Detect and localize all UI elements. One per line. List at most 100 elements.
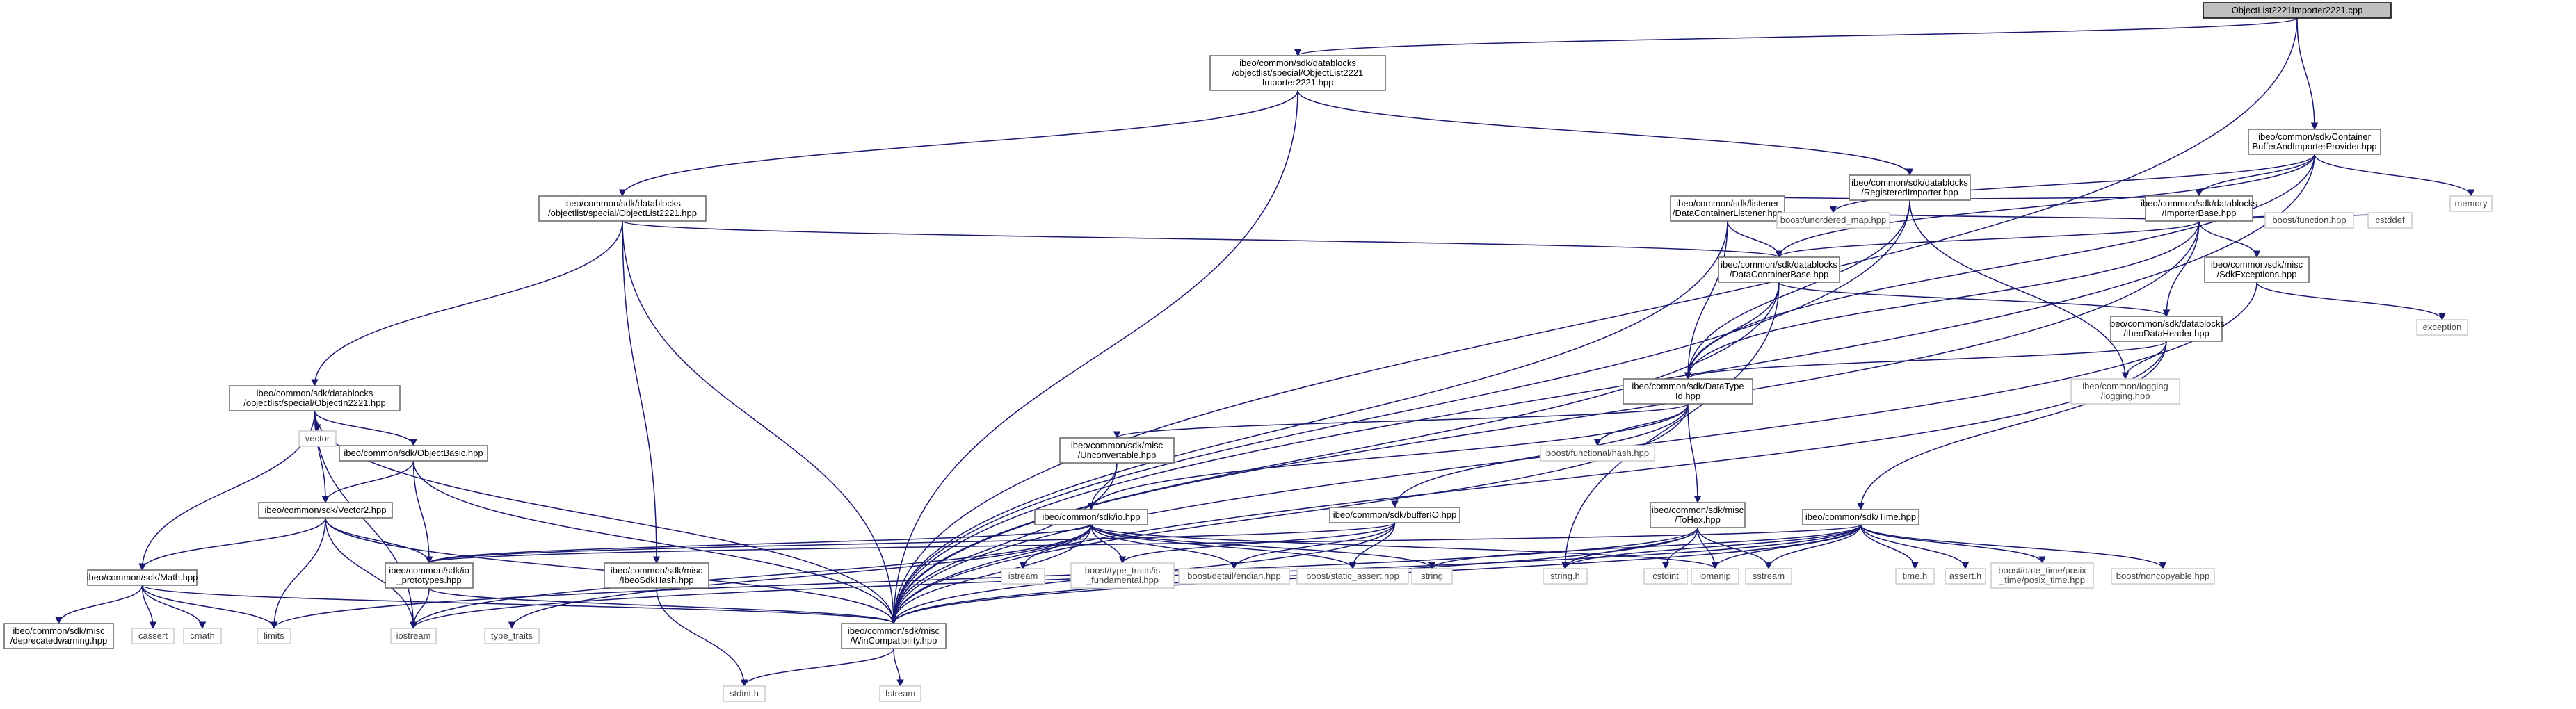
node-exception: exception — [2416, 319, 2468, 336]
node-sdkhash[interactable]: ibeo/common/sdk/misc/IbeoSdkHash.hpp — [604, 562, 709, 589]
node-box-funchash — [1540, 445, 1655, 462]
node-box-impbase — [2145, 195, 2253, 222]
edge-bufferio-to-endian — [1230, 522, 1396, 570]
edge-math-to-limits — [141, 585, 278, 630]
node-dcb[interactable]: ibeo/common/sdk/datablocks/DataContainer… — [1718, 256, 1840, 283]
edge-tohex-to-limits — [271, 527, 1698, 630]
node-box-asserth — [1945, 568, 1986, 585]
node-label-boostfunc: boost/function.hpp — [2272, 215, 2346, 225]
node-label-posix: _time/posix_time.hpp — [1999, 575, 2085, 585]
node-box-cstdint — [1643, 568, 1688, 585]
edge-datatype-to-unconv — [1113, 403, 1689, 439]
node-wincompat[interactable]: ibeo/common/sdk/misc/WinCompatibility.hp… — [841, 623, 947, 649]
node-label-unconv: /Unconvertable.hpp — [1078, 450, 1157, 460]
node-label-ol2221: /objectlist/special/ObjectList2221.hpp — [548, 208, 697, 218]
edge-main-to-wincompat — [889, 17, 2298, 625]
node-label-deprecated: ibeo/common/sdk/misc — [13, 626, 105, 636]
node-ol2221[interactable]: ibeo/common/sdk/datablocks/objectlist/sp… — [538, 195, 707, 222]
node-label-cassert: cassert — [138, 630, 168, 641]
node-vector2[interactable]: ibeo/common/sdk/Vector2.hpp — [258, 502, 393, 519]
node-typetraitsfund: boost/type_traits/is_fundamental.hpp — [1070, 562, 1175, 589]
edge-cbip-to-memory — [2314, 154, 2475, 197]
edge-time-to-stringh — [1561, 524, 1862, 570]
edge-time-to-posix — [1860, 524, 2046, 564]
edge-regimp-to-datatype — [1684, 199, 1910, 380]
node-label-sdkhash: ibeo/common/sdk/misc — [611, 565, 703, 576]
node-iomanip: iomanip — [1691, 568, 1739, 585]
node-box-typetraitsfund — [1070, 562, 1175, 589]
node-deprecated[interactable]: ibeo/common/sdk/misc/deprecatedwarning.h… — [3, 623, 114, 649]
node-cbip[interactable]: ibeo/common/sdk/ContainerBufferAndImport… — [2248, 129, 2381, 155]
edge-impbase-to-sdkexc — [2198, 220, 2261, 259]
edge-tohex-to-cstdint — [1661, 527, 1698, 570]
node-tohex[interactable]: ibeo/common/sdk/misc/ToHex.hpp — [1650, 502, 1746, 528]
node-ioproto[interactable]: ibeo/common/sdk/io_prototypes.hpp — [385, 562, 474, 589]
edge-datatype-to-wincompat — [889, 403, 1689, 625]
node-label-obj2221: ibeo/common/sdk/datablocks — [257, 388, 373, 398]
node-box-string — [1411, 568, 1453, 585]
edge-time-to-string — [1428, 524, 1862, 570]
node-bufferio[interactable]: ibeo/common/sdk/bufferIO.hpp — [1329, 507, 1460, 523]
node-label-obj2221: /objectlist/special/ObjectIn2221.hpp — [243, 398, 386, 408]
node-box-bufferio — [1329, 507, 1460, 523]
node-box-tohex — [1650, 502, 1746, 528]
node-label-memory: memory — [2455, 198, 2488, 209]
edge-vector2-to-iostream — [325, 517, 417, 630]
node-box-regimp — [1849, 174, 1971, 201]
node-label-regimp: /RegisteredImporter.hpp — [1861, 187, 1958, 197]
node-impbase[interactable]: ibeo/common/sdk/datablocks/ImporterBase.… — [2141, 195, 2257, 222]
edge-wincompat-to-stdinth — [740, 648, 894, 687]
node-noncopy: boost/noncopyable.hpp — [2111, 568, 2215, 585]
node-label-dcb: /DataContainerBase.hpp — [1730, 269, 1828, 279]
edge-vector2-to-ioproto — [325, 517, 433, 564]
node-box-sstream — [1745, 568, 1792, 585]
edge-ol2221-to-dcb — [622, 220, 1782, 259]
edge-math-to-cassert — [141, 585, 157, 630]
node-sdkexc[interactable]: ibeo/common/sdk/misc/SdkExceptions.hpp — [2204, 256, 2310, 283]
node-io[interactable]: ibeo/common/sdk/io.hpp — [1034, 509, 1148, 525]
node-box-stdinth — [723, 685, 766, 702]
node-label-noncopy: boost/noncopyable.hpp — [2116, 571, 2209, 581]
node-typetraits: type_traits — [484, 628, 540, 644]
node-label-wincompat: /WinCompatibility.hpp — [851, 635, 937, 646]
node-math[interactable]: ibeo/common/sdk/Math.hpp — [87, 569, 198, 586]
node-box-vector — [298, 430, 337, 447]
edge-objbasic-to-wincompat — [412, 460, 898, 625]
node-box-cbip — [2248, 129, 2381, 155]
node-imp2221hpp[interactable]: ibeo/common/sdk/datablocks/objectlist/sp… — [1209, 55, 1386, 91]
node-box-dcb — [1718, 256, 1840, 283]
node-posix: boost/date_time/posix_time/posix_time.hp… — [1990, 562, 2094, 589]
node-box-typetraits — [484, 628, 540, 644]
node-label-sdkexc: ibeo/common/sdk/misc — [2211, 259, 2303, 270]
node-objbasic[interactable]: ibeo/common/sdk/ObjectBasic.hpp — [339, 445, 488, 462]
node-label-imp2221hpp: ibeo/common/sdk/datablocks — [1239, 58, 1356, 68]
node-label-imp2221hpp: Importer2221.hpp — [1262, 77, 1334, 88]
edge-time-to-sstream — [1764, 524, 1862, 570]
node-label-stdinth: stdint.h — [730, 688, 759, 699]
edge-ibeodh-to-time — [1857, 341, 2167, 511]
edge-vector2-to-math — [138, 517, 326, 571]
node-regimp[interactable]: ibeo/common/sdk/datablocks/RegisteredImp… — [1849, 174, 1971, 201]
node-box-dcl — [1670, 195, 1785, 222]
node-label-logging: ibeo/common/logging — [2082, 381, 2168, 391]
node-label-unordered: boost/unordered_map.hpp — [1780, 215, 1887, 225]
node-unconv[interactable]: ibeo/common/sdk/misc/Unconvertable.hpp — [1059, 437, 1175, 464]
node-label-iostream: iostream — [396, 630, 431, 641]
node-funchash: boost/functional/hash.hpp — [1540, 445, 1655, 462]
node-box-obj2221 — [229, 385, 401, 411]
node-dcl[interactable]: ibeo/common/sdk/listener/DataContainerLi… — [1670, 195, 1785, 222]
edge-main-to-imp2221hpp — [1294, 17, 2298, 57]
node-box-imp2221hpp — [1209, 55, 1386, 91]
node-obj2221[interactable]: ibeo/common/sdk/datablocks/objectlist/sp… — [229, 385, 401, 411]
node-time[interactable]: ibeo/common/sdk/Time.hpp — [1802, 509, 1919, 525]
node-label-imp2221hpp: /objectlist/special/ObjectList2221 — [1232, 67, 1364, 78]
node-main[interactable]: ObjectList2221Importer2221.cpp — [2203, 2, 2392, 19]
node-label-iomanip: iomanip — [1699, 571, 1731, 581]
node-label-ioproto: _prototypes.hpp — [396, 575, 461, 585]
node-box-logging — [2070, 378, 2180, 405]
node-label-cbip: BufferAndImporterProvider.hpp — [2253, 141, 2377, 152]
node-ibeodh[interactable]: ibeo/common/sdk/datablocks/IbeoDataHeade… — [2108, 316, 2225, 342]
node-box-sdkexc — [2204, 256, 2310, 283]
